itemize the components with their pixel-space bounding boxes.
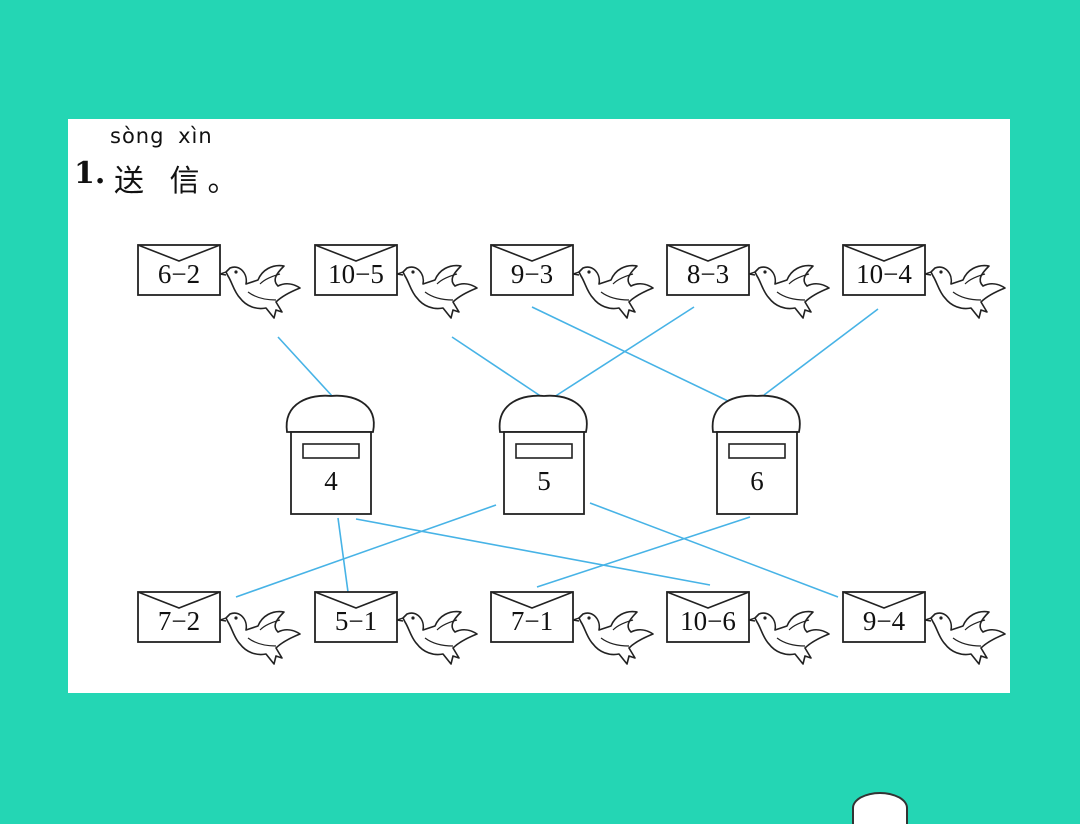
- title-pinyin: sòng xìn: [110, 124, 213, 148]
- line-6-to-7-1: [536, 516, 751, 588]
- dove-icon: [396, 264, 478, 319]
- letter-top-5: 10−4: [856, 259, 912, 289]
- dove-icon: [572, 610, 654, 665]
- line-4-to-5-1: [337, 517, 349, 593]
- mailbox-number-2: 5: [537, 466, 551, 496]
- line-6-2-to-4: [277, 336, 334, 398]
- line-5-to-9-4: [589, 502, 839, 598]
- mailbox-number-1: 4: [324, 466, 338, 496]
- dove-icon: [924, 610, 1006, 665]
- dove-icon: [748, 264, 830, 319]
- dove-icon: [924, 264, 1006, 319]
- letter-top-2: 10−5: [328, 259, 384, 289]
- mailbox-number-3: 6: [750, 466, 764, 496]
- dove-icon: [219, 610, 301, 665]
- line-8-3-to-5: [553, 306, 695, 398]
- connection-lines: [235, 306, 879, 598]
- dove-icon: [219, 264, 301, 319]
- line-4-to-10-6: [355, 518, 711, 586]
- letter-bottom-4: 10−6: [680, 606, 736, 636]
- line-9-3-to-6: [531, 306, 729, 402]
- dove-icon: [572, 264, 654, 319]
- mascot-head-decoration: [852, 792, 908, 824]
- letter-bottom-5: 9−4: [862, 606, 906, 636]
- letter-bottom-3: 7−1: [510, 606, 554, 636]
- letter-top-3: 9−3: [510, 259, 554, 289]
- line-5-to-7-2: [235, 504, 497, 598]
- line-10-5-to-5: [451, 336, 543, 398]
- letter-top-1: 6−2: [157, 259, 201, 289]
- letter-bottom-2: 5−1: [334, 606, 378, 636]
- dove-icon: [748, 610, 830, 665]
- letter-top-4: 8−3: [686, 259, 730, 289]
- dove-icon: [396, 610, 478, 665]
- line-10-4-to-6: [763, 308, 879, 396]
- question-number: 1.: [74, 156, 106, 191]
- letter-bottom-1: 7−2: [157, 606, 201, 636]
- question-title: 送 信。: [114, 164, 246, 199]
